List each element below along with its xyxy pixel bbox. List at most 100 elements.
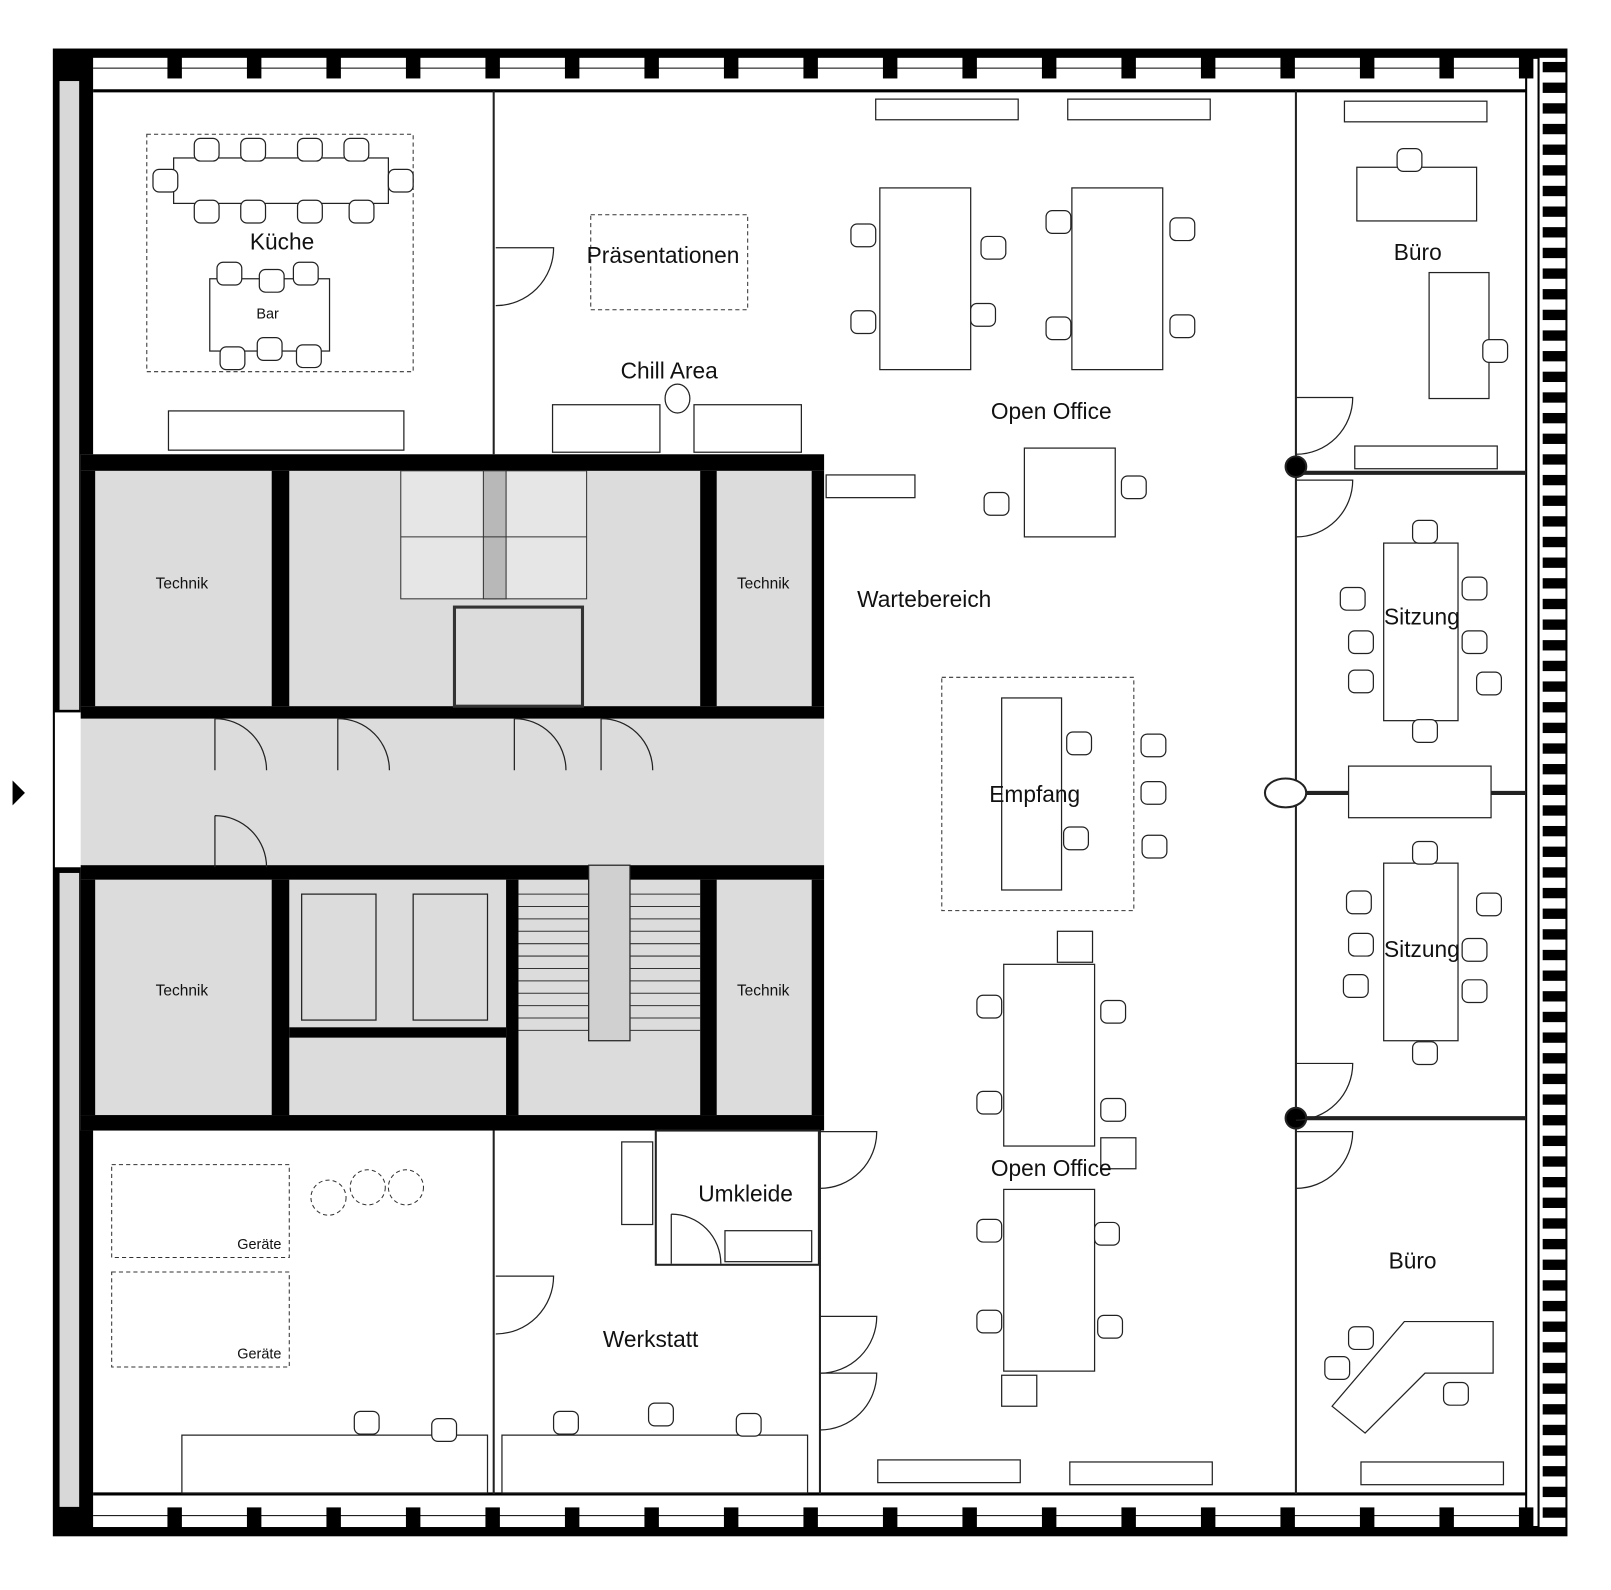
window-mullion (1542, 516, 1567, 527)
label-technik-2: Technik (737, 575, 790, 592)
window-mullion (1542, 908, 1567, 919)
window-mullion (326, 49, 341, 79)
door-swing (1295, 1062, 1354, 1121)
window-mullion (1121, 1507, 1136, 1536)
window-mullion (167, 1507, 182, 1536)
door-swing (1295, 396, 1354, 455)
chair (1411, 1041, 1438, 1066)
window-mullion (405, 49, 421, 79)
window-mullion (1542, 619, 1567, 630)
window-mullion (1542, 1094, 1567, 1105)
chair (348, 199, 375, 224)
window-mullion (1200, 49, 1216, 79)
window-mullion (1542, 743, 1567, 754)
label-technik-1: Technik (156, 575, 209, 592)
door-swing (214, 815, 268, 868)
staircase (518, 893, 701, 1031)
chair (1120, 475, 1147, 500)
window-mullion (1359, 1507, 1375, 1536)
door-swing (337, 717, 391, 771)
window-mullion (564, 49, 580, 79)
window-mullion (1542, 247, 1567, 259)
window-mullion (1542, 1383, 1567, 1394)
window-mullion (1542, 1321, 1567, 1332)
chair (1140, 780, 1167, 805)
chair (983, 491, 1010, 516)
chair (1066, 731, 1093, 756)
window-mullion (1542, 1424, 1567, 1436)
window-mullion (1542, 949, 1567, 961)
chair (219, 346, 246, 371)
window-mullion (1542, 61, 1567, 73)
chair (850, 223, 877, 248)
window-mullion (1542, 392, 1567, 403)
chair (1141, 834, 1168, 859)
window-mullion (1542, 578, 1567, 589)
chair (1169, 314, 1196, 339)
window-mullion (1542, 846, 1567, 857)
door-swing (670, 1213, 722, 1264)
label-sitzung-2: Sitzung (1384, 936, 1460, 962)
chair (1093, 1221, 1120, 1246)
window-mullion (1542, 1362, 1567, 1374)
window-mullion (1542, 268, 1567, 279)
chair (647, 1402, 674, 1427)
chair (976, 1090, 1003, 1115)
chair (240, 199, 267, 224)
chair (1345, 890, 1372, 915)
window-mullion (1542, 784, 1567, 795)
window-mullion (1542, 681, 1567, 692)
window-mullion (1542, 309, 1567, 321)
door-swing (819, 1315, 878, 1374)
chair (152, 168, 179, 193)
window-mullion (1542, 1073, 1567, 1085)
label-geraete-1: Geräte (237, 1237, 281, 1253)
label-praesentationen: Präsentationen (587, 242, 740, 268)
chair (1100, 1097, 1127, 1122)
window-mullion (803, 49, 818, 79)
window-mullion (1542, 702, 1567, 713)
window-mullion (1542, 289, 1567, 300)
window-mullion (1041, 1507, 1057, 1536)
window-mullion (1121, 49, 1136, 79)
window-mullion (882, 49, 898, 79)
window-mullion (1542, 825, 1567, 837)
chair (256, 336, 283, 361)
window-mullion (1542, 371, 1567, 383)
window-mullion (803, 1507, 818, 1536)
chair (976, 994, 1003, 1019)
window-mullion (1439, 49, 1454, 79)
window-mullion (1359, 49, 1375, 79)
window-mullion (1542, 805, 1567, 816)
label-bar: Bar (256, 307, 279, 323)
chair (1475, 671, 1503, 696)
label-open-office-top: Open Office (991, 398, 1112, 424)
doors (214, 247, 1354, 1431)
window-mullion (1542, 1177, 1567, 1188)
chair (980, 235, 1007, 260)
chair (1461, 937, 1488, 962)
window-mullion (1542, 1218, 1567, 1229)
window-mullion (1542, 330, 1567, 341)
chair (296, 199, 323, 224)
window-mullion (1542, 495, 1567, 506)
stool (310, 1179, 347, 1216)
window-mullion (1542, 1280, 1567, 1291)
door-swing (819, 1372, 878, 1431)
chair (970, 302, 997, 327)
chair (1411, 840, 1438, 865)
window-mullion (1542, 970, 1567, 981)
label-kueche: Küche (250, 229, 314, 255)
stool (387, 1169, 425, 1206)
window-mullion (1542, 1466, 1567, 1477)
window-mullion (246, 1507, 262, 1536)
chair (552, 1410, 579, 1435)
window-mullion (167, 49, 182, 79)
chair (258, 268, 285, 293)
chair (295, 344, 322, 369)
window-mullion (246, 49, 262, 79)
window-mullion (1439, 1507, 1454, 1536)
window-mullion (1542, 103, 1567, 114)
door-swing (1295, 479, 1354, 538)
window-mullion (1542, 82, 1567, 93)
